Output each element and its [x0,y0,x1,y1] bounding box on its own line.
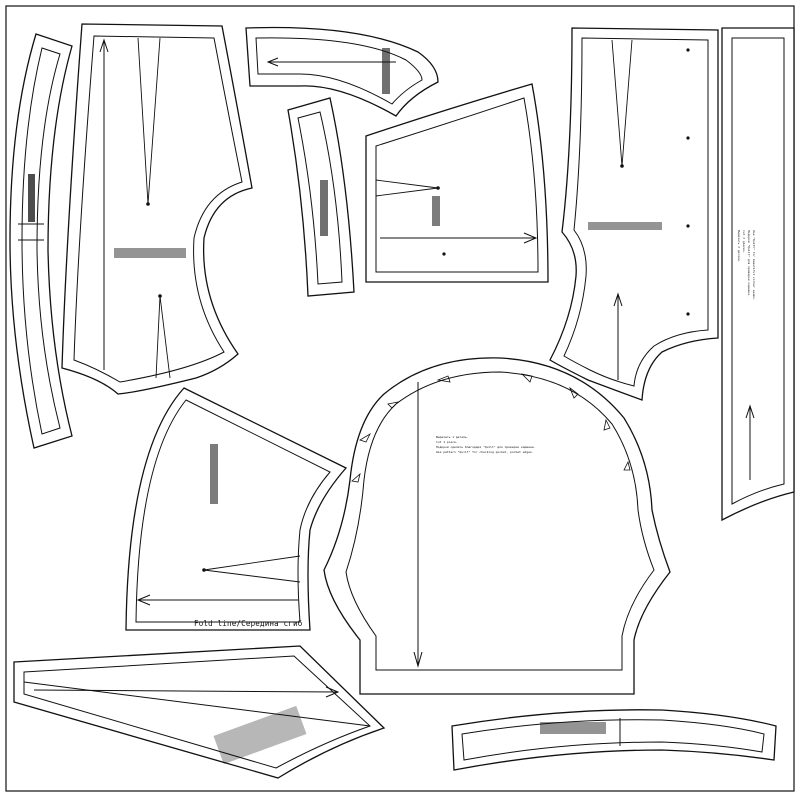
sleeve-note-line-4: Use pattern "Quilt" for checking pocket,… [436,450,534,454]
belt-piece [13,645,386,779]
side-panel-note: Вырезать 2 детали. Cut 2 pieces. Подкрой… [737,230,756,301]
lower-front-piece: Fold line/Середина сгиб [125,387,348,631]
collar-strip-piece [9,33,73,449]
sleeve-notches [351,373,631,483]
side-note-line-2: Cut 2 pieces. [742,230,746,254]
back-bodice-piece [61,23,253,395]
fold-line-label: Fold line/Середина сгиб [194,619,303,628]
sleeve-note: Вырезать 1 деталь. Cut 1 piece. Подкрой … [436,435,536,454]
curved-facing-piece [245,26,439,117]
waistband-piece [451,709,777,771]
sleeve-piece: Вырезать 1 деталь. Cut 1 piece. Подкрой … [323,357,671,695]
front-bodice-piece [549,27,719,401]
pocket-piece [365,83,549,283]
side-note-line-3: Подкрой "Quilt" для проверки кармана. [747,230,751,297]
sleeve-note-line-2: Cut 1 piece. [436,440,458,444]
sleeve-note-line-3: Подкрой сделать благодаря "Quilt" для пр… [436,444,536,449]
side-note-line-4: Use "Quilt" for beautiful corner seams. [752,230,756,301]
sleeve-note-line-1: Вырезать 1 деталь. [436,435,469,439]
side-note-line-1: Вырезать 2 детали. [737,230,741,263]
small-curved-strip-piece [287,97,355,297]
side-panel-piece: Вырезать 2 детали. Cut 2 pieces. Подкрой… [721,27,795,522]
